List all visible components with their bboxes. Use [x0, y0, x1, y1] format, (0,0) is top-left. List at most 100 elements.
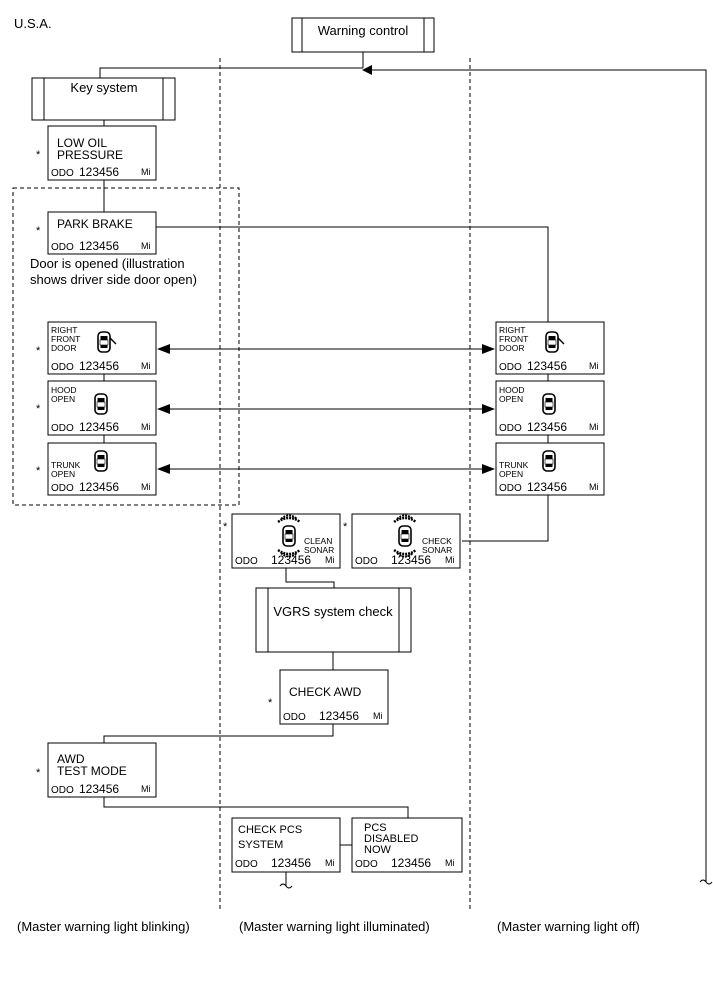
- group-note-line-2: shows driver side door open): [30, 272, 197, 287]
- odo-value: 123456: [527, 359, 567, 373]
- double-arrow-hood: [157, 404, 495, 414]
- odo-unit: Mi: [325, 858, 335, 868]
- odo-value: 123456: [391, 553, 431, 567]
- odo-unit: Mi: [141, 784, 151, 794]
- odo-value: 123456: [271, 856, 311, 870]
- display-pcs-disabled-now: PCS DISABLED NOW ODO 123456 Mi: [351, 817, 463, 873]
- display-awd-test-mode: AWD TEST MODE ODO 123456 Mi: [47, 742, 157, 798]
- display-line: TRUNK: [51, 460, 81, 470]
- odo-value: 123456: [79, 420, 119, 434]
- display-line: RIGHT: [499, 325, 525, 335]
- display-park-brake: PARK BRAKE ODO 123456 Mi: [47, 211, 157, 255]
- display-line: NOW: [364, 844, 392, 856]
- display-line: PCS: [364, 822, 387, 834]
- odo-unit: Mi: [373, 711, 383, 721]
- display-trunk-open-right: TRUNK OPEN ODO 123456 Mi: [495, 442, 605, 496]
- odo-label: ODO: [51, 483, 74, 494]
- display-right-front-door-right: RIGHT FRONT DOOR ODO 123456 Mi: [495, 321, 605, 375]
- double-arrow-door: [157, 344, 495, 354]
- car-top-view-icon: [94, 450, 108, 472]
- display-line: TEST MODE: [57, 764, 127, 778]
- continuation-break: [279, 883, 293, 889]
- column-caption-right: (Master warning light off): [497, 919, 640, 934]
- asterisk-awd-test-mode: *: [36, 767, 41, 779]
- odo-unit: Mi: [141, 422, 151, 432]
- display-trunk-open-left: TRUNK OPEN ODO 123456 Mi: [47, 442, 157, 496]
- warning-control-box: Warning control: [291, 17, 435, 53]
- display-line: HOOD: [499, 385, 525, 395]
- display-line: SONAR: [422, 545, 452, 555]
- warning-control-label: Warning control: [318, 23, 409, 38]
- odo-value: 123456: [271, 553, 311, 567]
- odo-value: 123456: [79, 239, 119, 253]
- display-line: CLEAN: [304, 536, 332, 546]
- display-line: DOOR: [499, 343, 525, 353]
- car-top-view-icon: [542, 450, 556, 472]
- odo-label: ODO: [51, 785, 74, 796]
- odo-label: ODO: [51, 362, 74, 373]
- display-clean-sonar: CLEAN SONAR ODO 123456 Mi: [231, 513, 341, 569]
- odo-value: 123456: [391, 856, 431, 870]
- display-line: FRONT: [499, 334, 528, 344]
- odo-label: ODO: [51, 423, 74, 434]
- column-caption-middle: (Master warning light illuminated): [239, 919, 430, 934]
- display-line: HOOD: [51, 385, 77, 395]
- asterisk-check-sonar: *: [343, 521, 348, 533]
- odo-value: 123456: [527, 480, 567, 494]
- odo-label: ODO: [51, 242, 74, 253]
- display-check-awd: CHECK AWD ODO 123456 Mi: [279, 669, 389, 725]
- key-system-box: Key system: [31, 77, 176, 121]
- display-line: DOOR: [51, 343, 77, 353]
- display-line: OPEN: [51, 394, 75, 404]
- odo-label: ODO: [499, 362, 522, 373]
- display-line: CHECK: [422, 536, 452, 546]
- odo-unit: Mi: [141, 361, 151, 371]
- odo-unit: Mi: [589, 361, 599, 371]
- odo-label: ODO: [283, 712, 306, 723]
- double-arrow-trunk: [157, 464, 495, 474]
- display-line: SYSTEM: [238, 839, 283, 851]
- display-line: CHECK AWD: [289, 685, 362, 699]
- key-system-label: Key system: [70, 80, 137, 95]
- display-line: PRESSURE: [57, 148, 123, 162]
- arrow-head: [362, 65, 372, 75]
- odo-value: 123456: [79, 165, 119, 179]
- odo-unit: Mi: [141, 482, 151, 492]
- display-line: LOW OIL: [57, 136, 107, 150]
- column-caption-left: (Master warning light blinking): [17, 919, 190, 934]
- asterisk-trunk-open: *: [36, 465, 41, 477]
- asterisk-clean-sonar: *: [223, 521, 228, 533]
- odo-unit: Mi: [141, 241, 151, 251]
- display-hood-open-left: HOOD OPEN ODO 123456 Mi: [47, 380, 157, 436]
- display-line: DISABLED: [364, 833, 418, 845]
- display-line: OPEN: [499, 394, 523, 404]
- display-low-oil-pressure: LOW OIL PRESSURE ODO 123456 Mi: [47, 125, 157, 181]
- display-check-pcs-system: CHECK PCS SYSTEM ODO 123456 Mi: [231, 817, 341, 873]
- continuation-break: [699, 879, 713, 885]
- odo-unit: Mi: [589, 482, 599, 492]
- car-top-view-icon: [542, 393, 556, 415]
- odo-label: ODO: [355, 556, 378, 567]
- asterisk-check-awd: *: [268, 697, 273, 709]
- odo-unit: Mi: [445, 858, 455, 868]
- display-line: TRUNK: [499, 460, 529, 470]
- odo-value: 123456: [79, 359, 119, 373]
- asterisk-right-front-door: *: [36, 345, 41, 357]
- vgrs-label: VGRS system check: [273, 604, 393, 619]
- region-label: U.S.A.: [14, 16, 52, 31]
- display-line: CHECK PCS: [238, 824, 302, 836]
- vgrs-system-check-box: VGRS system check: [255, 587, 412, 653]
- odo-label: ODO: [355, 859, 378, 870]
- display-right-front-door-left: RIGHT FRONT DOOR ODO 123456 Mi: [47, 321, 157, 375]
- odo-value: 123456: [319, 709, 359, 723]
- asterisk-low-oil: *: [36, 149, 41, 161]
- odo-label: ODO: [235, 859, 258, 870]
- asterisk-park-brake: *: [36, 225, 41, 237]
- odo-unit: Mi: [445, 555, 455, 565]
- display-line: SONAR: [304, 545, 334, 555]
- odo-unit: Mi: [589, 422, 599, 432]
- asterisk-hood-open: *: [36, 403, 41, 415]
- display-line: PARK BRAKE: [57, 217, 133, 231]
- display-hood-open-right: HOOD OPEN ODO 123456 Mi: [495, 380, 605, 436]
